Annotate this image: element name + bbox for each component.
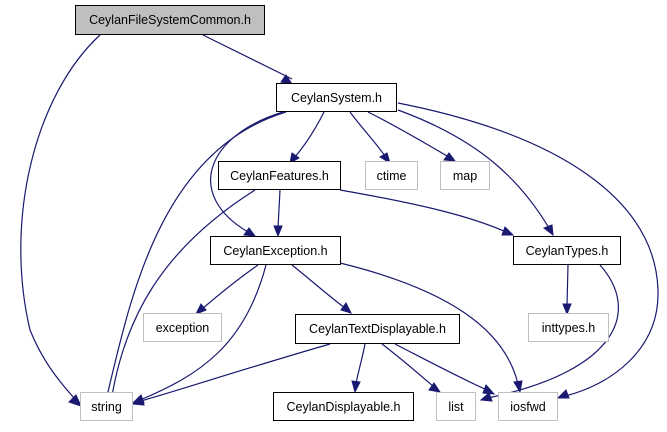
edge-filesystemcommon-to-string bbox=[20, 34, 101, 407]
node-iosfwd: iosfwd bbox=[498, 392, 558, 421]
node-ceylan-exception[interactable]: CeylanException.h bbox=[210, 236, 341, 265]
edge-exception-to-exception-std bbox=[194, 264, 259, 315]
node-list: list bbox=[436, 392, 476, 421]
edge-features-to-exception bbox=[273, 189, 283, 238]
edge-system-to-features bbox=[289, 111, 325, 164]
edge-exception-to-textdisplayable bbox=[291, 264, 352, 314]
node-ceylan-types[interactable]: CeylanTypes.h bbox=[513, 236, 621, 265]
edge-system-to-exception bbox=[210, 111, 284, 237]
edge-textdisplayable-to-list bbox=[381, 343, 442, 393]
edge-system-to-ctime bbox=[349, 111, 391, 165]
edge-types-to-inttypes bbox=[562, 264, 572, 316]
edge-textdisplayable-to-string bbox=[131, 343, 331, 406]
edge-system-to-types bbox=[397, 109, 554, 237]
node-ctime: ctime bbox=[365, 161, 418, 190]
node-string: string bbox=[80, 392, 133, 421]
edge-features-to-types bbox=[339, 189, 515, 236]
node-ceylan-displayable[interactable]: CeylanDisplayable.h bbox=[273, 392, 414, 421]
edge-exception-to-iosfwd bbox=[339, 262, 523, 394]
edge-textdisplayable-to-displayable bbox=[351, 343, 366, 394]
edge-system-to-map bbox=[367, 111, 457, 162]
edge-system-to-iosfwd bbox=[397, 102, 659, 399]
edge-filesystemcommon-to-system bbox=[202, 34, 294, 85]
node-ceylan-system[interactable]: CeylanSystem.h bbox=[276, 83, 397, 112]
node-map: map bbox=[440, 161, 490, 190]
node-exception: exception bbox=[143, 313, 222, 342]
node-ceylan-features[interactable]: CeylanFeatures.h bbox=[218, 161, 341, 190]
node-ceylan-file-system-common: CeylanFileSystemCommon.h bbox=[75, 5, 265, 35]
edge-textdisplayable-to-iosfwd bbox=[394, 343, 496, 395]
node-inttypes: inttypes.h bbox=[528, 313, 609, 342]
node-ceylan-text-displayable[interactable]: CeylanTextDisplayable.h bbox=[295, 314, 460, 344]
